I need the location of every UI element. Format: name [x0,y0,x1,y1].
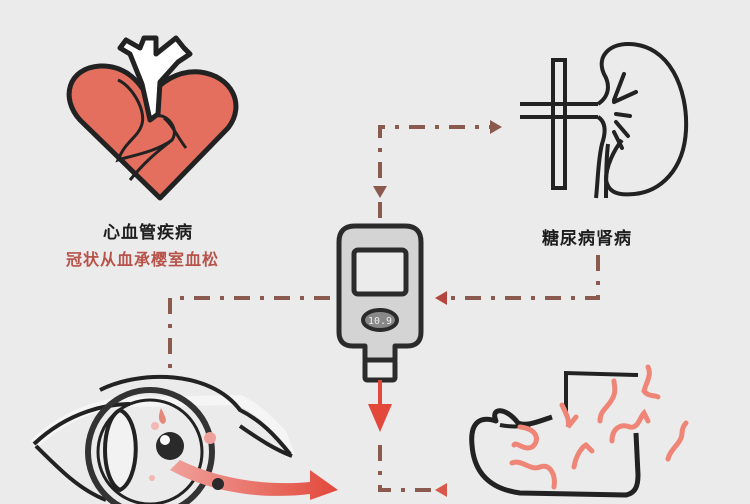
kidney-title: 糖尿病肾病 [542,229,632,249]
connector-meter-down [378,445,450,492]
heart-subtitle: 冠状从血承樱室血松 [66,250,220,269]
glucose-meter-node: 10.9 [335,222,425,383]
glucose-meter-icon: 10.9 [336,223,424,383]
arrowhead-left-icon [435,483,447,497]
heart-title: 心血管疾病 [103,223,193,243]
connector-kidney-to-meter [447,255,600,300]
connector-meter-to-kidney [378,125,490,218]
kidney-node [510,40,700,200]
arrowhead-down-icon [373,186,387,198]
red-arrow-down-icon [368,380,392,432]
foot-neuropathy-icon [469,364,689,498]
arrowhead-right-icon [490,120,502,134]
heart-with-vessels-icon [66,35,239,201]
foot-node [460,355,710,500]
kidney-icon [520,41,689,199]
connector-meter-to-eye [168,296,330,368]
heart-node [60,20,260,210]
eye-node [20,360,360,504]
meter-reading: 10.9 [368,316,392,327]
arrowhead-left-icon [435,291,447,305]
eye-retinopathy-icon [30,374,338,504]
